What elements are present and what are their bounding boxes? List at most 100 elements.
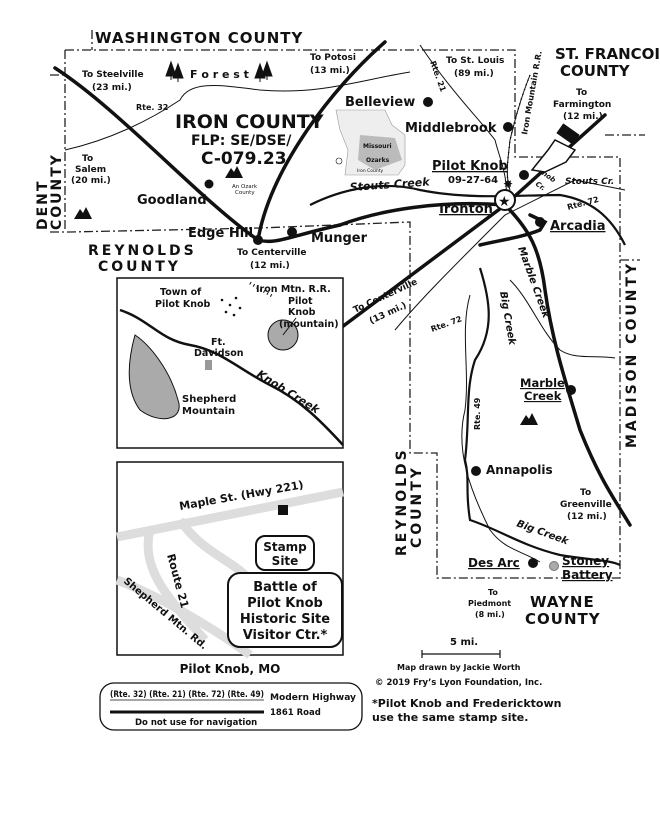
star-icon: ★ (498, 194, 511, 210)
marble-creek-label: Marble Creek (515, 245, 551, 320)
fort-davidson-label-2: Davidson (194, 348, 244, 359)
town-stoney-battery-2: Battery (562, 568, 613, 582)
scale-bar: 5 mi. (421, 637, 501, 658)
missouri-label: Missouri (363, 143, 392, 150)
legend-routes: (Rte. 32) (Rte. 21) (Rte. 72) (Rte. 49) (110, 690, 264, 700)
to-farmington: To (576, 88, 587, 98)
battle-date: 09-27-64 (448, 175, 498, 186)
route-72-label-2: Rte. 72 (430, 314, 464, 334)
footnote-2: use the same stamp site. (372, 711, 528, 724)
dent-county-label-2: COUNTY (49, 153, 65, 230)
town-stoney-battery: Stoney (562, 554, 609, 568)
town-ironton: Ironton (439, 202, 493, 217)
to-farmington-distance: (12 mi.) (563, 112, 603, 122)
visitor-center-label-2: Pilot Knob (247, 596, 323, 611)
flp-code: C-079.23 (201, 149, 287, 169)
pilot-knob-mountain-label-2: Knob (288, 307, 316, 318)
town-of-label: Town of (160, 287, 202, 298)
ozark-label-2: County (235, 190, 255, 196)
stamp-site-label-2: Site (272, 554, 299, 568)
stamp-site-label: Stamp (263, 540, 307, 554)
to-greenville-2: Greenville (560, 500, 612, 510)
to-steelville-distance: (23 mi.) (92, 83, 132, 93)
county-title: IRON COUNTY (175, 111, 324, 133)
route-32-label: Rte. 32 (136, 103, 168, 112)
to-greenville: To (580, 488, 591, 498)
inset-caption: Pilot Knob, MO (180, 662, 281, 676)
ozarks-label: Ozarks (366, 157, 390, 164)
visitor-center-label: Battle of (253, 580, 317, 595)
town-arcadia: Arcadia (550, 219, 606, 234)
missouri-locator-map: Missouri Ozarks Iron County (335, 109, 406, 176)
reynolds-county-label: REYNOLDS (88, 243, 197, 259)
st-francois-label-2: COUNTY (560, 62, 631, 80)
inset-railroad-label: Iron Mtn. R.R. (256, 284, 331, 295)
legend-modern-highway: Modern Highway (270, 693, 356, 703)
pilot-knob-mountain-label-3: (mountain) (279, 319, 339, 330)
to-greenville-distance: (12 mi.) (567, 512, 607, 522)
shepherd-mountain-label: Shepherd (182, 394, 236, 405)
madison-county-label: MADISON COUNTY (624, 261, 640, 448)
stouts-creek-label: Stouts Creek (349, 175, 430, 194)
to-steelville: To Steelville (82, 70, 144, 80)
reynolds-county-label-south-2: COUNTY (409, 465, 425, 548)
iron-county-locator-label: Iron County (357, 168, 383, 174)
scale-label: 5 mi. (450, 637, 478, 648)
route-21-label: Rte. 21 (428, 60, 448, 94)
to-centerville-distance: (12 mi.) (250, 261, 290, 271)
town-marble-creek: Marble (520, 376, 565, 390)
town-edge-hill: Edge Hill (188, 226, 253, 241)
visitor-center-label-3: Historic Site (240, 612, 330, 627)
routes (64, 44, 626, 563)
visitor-center-label-4: Visitor Ctr.* (243, 628, 328, 643)
flp-label: FLP: SE/DSE/ (191, 133, 292, 149)
iron-mountain-railroad (506, 74, 531, 191)
pilot-knob-mountain-label: Pilot (288, 296, 313, 307)
building-marker (278, 505, 288, 515)
to-piedmont-2: Piedmont (468, 599, 511, 608)
stouts-cr-label: Stouts Cr. (565, 177, 614, 187)
mountain-icon (74, 207, 92, 219)
reynolds-county-label-2: COUNTY (98, 259, 181, 275)
town-annapolis: Annapolis (486, 463, 553, 477)
legend-warning: Do not use for navigation (135, 718, 257, 728)
credit-copyright: © 2019 Fry’s Lyon Foundation, Inc. (375, 678, 542, 688)
legend-1861-road: 1861 Road (270, 708, 321, 718)
route-49-label: Rte. 49 (473, 397, 482, 430)
explosion-icon: ✸ (503, 177, 513, 191)
to-st-louis-distance: (89 mi.) (454, 69, 494, 79)
reynolds-county-label-south: REYNOLDS (394, 447, 410, 556)
town-of-pilot-knob-label: Pilot Knob (155, 299, 211, 310)
shepherd-mountain-label-2: Mountain (182, 406, 235, 417)
dent-county-label: DENT (35, 180, 51, 230)
town-belleview: Belleview (345, 95, 415, 110)
ozark-label: An Ozark (232, 184, 258, 190)
wayne-county-label-2: COUNTY (525, 610, 601, 628)
to-potosi: To Potosi (310, 53, 356, 63)
town-marble-creek-2: Creek (524, 389, 562, 403)
mountain-icon (520, 413, 538, 425)
pointing-hand-icon (530, 123, 580, 173)
to-st-louis: To St. Louis (446, 56, 504, 66)
tree-icon (172, 63, 184, 83)
town-middlebrook: Middlebrook (405, 121, 497, 136)
to-farmington-2: Farmington (553, 100, 611, 110)
compass-icon (335, 157, 343, 165)
town-des-arc: Des Arc (468, 556, 520, 570)
forest-label: F o r e s t (190, 68, 249, 81)
town-goodland: Goodland (137, 193, 207, 208)
wayne-county-label: WAYNE (530, 593, 595, 611)
to-salem-distance: (20 mi.) (71, 176, 111, 186)
to-salem-2: Salem (75, 165, 106, 175)
legend: (Rte. 32) (Rte. 21) (Rte. 72) (Rte. 49) … (99, 682, 363, 731)
town-pilot-knob: Pilot Knob (432, 159, 508, 174)
inset-stamp-site: Maple St. (Hwy 221) Route 21 Shepherd Mt… (115, 461, 344, 659)
inset-pilot-knob-area: Town of Pilot Knob Iron Mtn. R.R. Pilot … (116, 277, 344, 449)
st-francois-label: ST. FRANCOIS (555, 45, 660, 63)
footnote: *Pilot Knob and Fredericktown (372, 697, 561, 710)
creeks (309, 184, 626, 567)
big-creek-label: Big Creek (497, 291, 517, 348)
to-potosi-distance: (13 mi.) (310, 66, 350, 76)
stamp-site-box (255, 535, 315, 571)
